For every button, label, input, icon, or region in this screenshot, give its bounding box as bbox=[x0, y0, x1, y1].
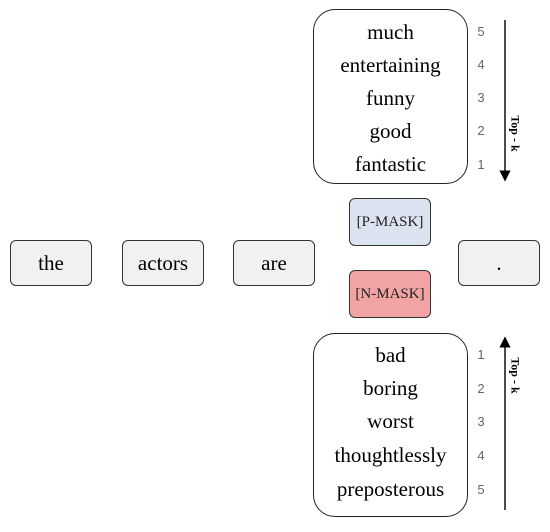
token-text: are bbox=[261, 250, 287, 275]
negative-candidate: boring bbox=[363, 376, 418, 400]
negative-top-k-label: Top - k bbox=[508, 357, 523, 394]
positive-rank: 4 bbox=[477, 57, 485, 72]
positive-mask-label: [P-MASK] bbox=[356, 213, 424, 230]
token-text: the bbox=[38, 250, 64, 275]
negative-rank: 2 bbox=[477, 381, 485, 396]
token-text: . bbox=[496, 250, 502, 275]
negative-candidate: preposterous bbox=[336, 477, 445, 501]
positive-candidate: much bbox=[367, 20, 414, 44]
token-text: actors bbox=[137, 250, 189, 275]
negative-candidates-box bbox=[313, 333, 468, 517]
positive-mask-token: [P-MASK] bbox=[349, 198, 431, 246]
negative-rank: 5 bbox=[477, 482, 485, 497]
positive-candidate: entertaining bbox=[340, 53, 441, 77]
positive-candidate: good bbox=[369, 119, 412, 143]
negative-rank: 3 bbox=[477, 414, 485, 429]
negative-rank: 1 bbox=[477, 347, 485, 362]
negative-candidate: worst bbox=[367, 409, 414, 433]
positive-candidates-box bbox=[313, 9, 468, 184]
token-the: the bbox=[10, 240, 92, 286]
negative-mask-label: [N-MASK] bbox=[355, 285, 425, 302]
negative-candidate: bad bbox=[375, 343, 406, 367]
negative-candidate: thoughtlessly bbox=[334, 443, 447, 467]
token-period: . bbox=[458, 240, 540, 286]
positive-candidate: funny bbox=[366, 86, 415, 110]
token-actors: actors bbox=[122, 240, 204, 286]
positive-rank: 3 bbox=[477, 90, 485, 105]
positive-candidate: fantastic bbox=[354, 152, 427, 176]
token-are: are bbox=[233, 240, 315, 286]
positive-rank: 2 bbox=[477, 123, 485, 138]
positive-rank: 5 bbox=[477, 24, 485, 39]
negative-rank: 4 bbox=[477, 448, 485, 463]
negative-mask-token: [N-MASK] bbox=[349, 270, 431, 318]
positive-top-k-label: Top - k bbox=[508, 115, 523, 152]
positive-rank: 1 bbox=[477, 157, 485, 172]
